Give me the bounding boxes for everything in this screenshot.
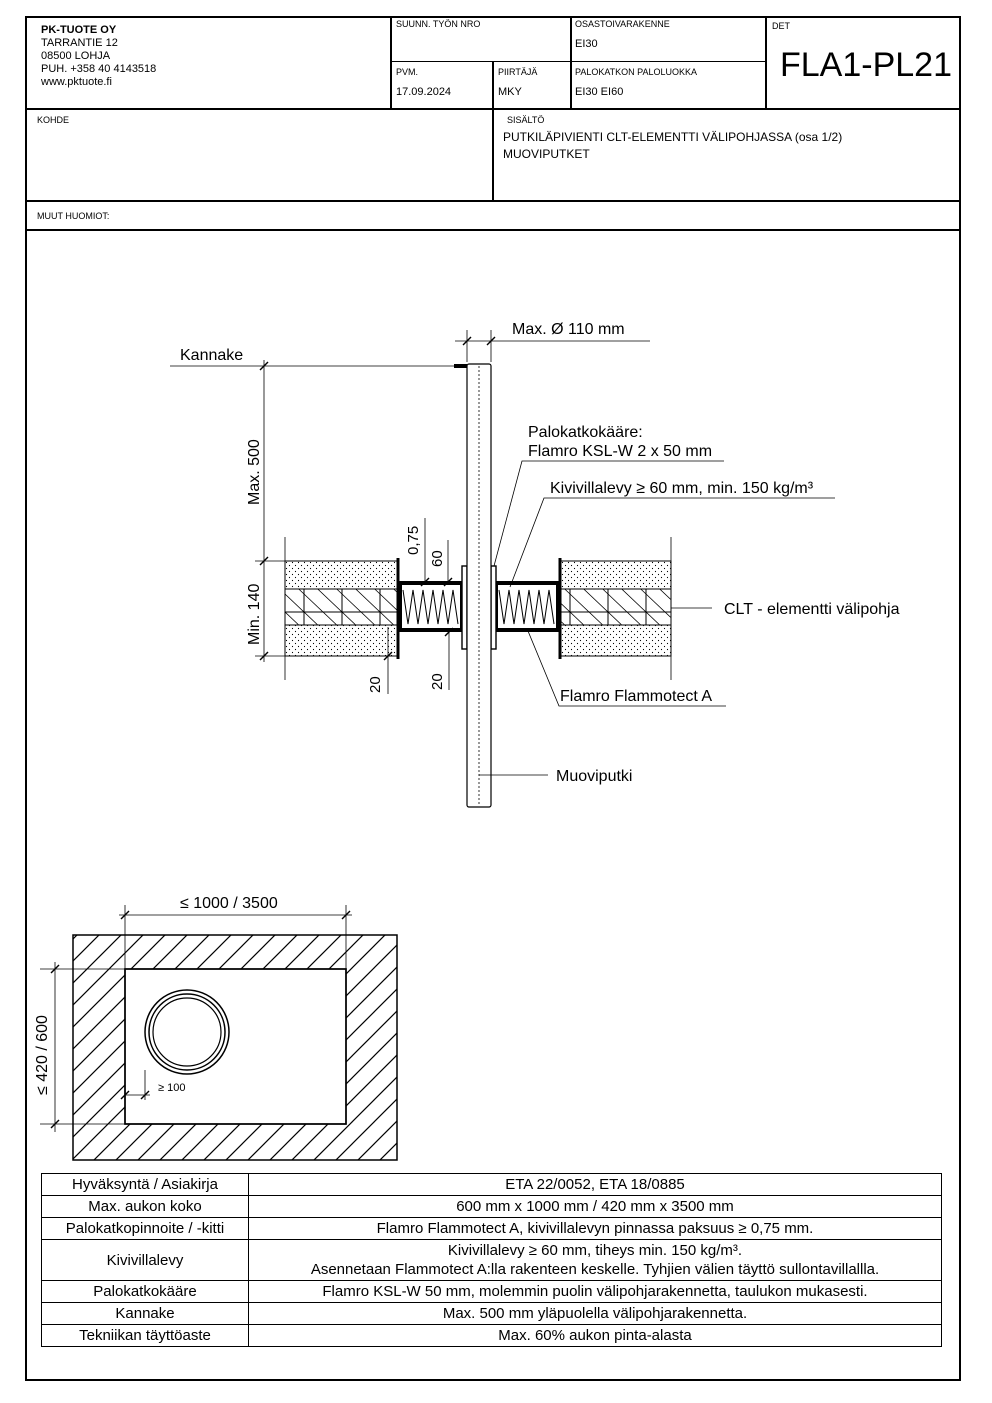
osasto-label: OSASTOIVARAKENNE	[575, 19, 670, 29]
titleblock-divider	[492, 62, 494, 108]
flammotect-label: Flamro Flammotect A	[560, 688, 712, 705]
palokatko-label-1: Palokatkokääre:	[528, 424, 643, 441]
opening-width-label: ≤ 1000 / 3500	[180, 895, 278, 912]
plastic-pipe	[466, 363, 492, 808]
titleblock-divider	[390, 16, 392, 108]
opening-height-label: ≤ 420 / 600	[34, 1015, 51, 1095]
spec-key: Hyväksyntä / Asiakirja	[41, 1173, 249, 1196]
spec-value: Flamro Flammotect A, kivivillalevyn pinn…	[248, 1217, 942, 1240]
table-row: Tekniikan täyttöaste Max. 60% aukon pint…	[41, 1324, 942, 1347]
kannake-label: Kannake	[180, 347, 243, 364]
table-row: Palokatkokääre Flamro KSL-W 50 mm, molem…	[41, 1280, 942, 1303]
titleblock-divider	[570, 16, 572, 108]
spec-key: Kannake	[41, 1302, 249, 1325]
min140-label: Min. 140	[246, 584, 263, 645]
kivivilla-leader	[509, 497, 835, 588]
spec-value-line: Asennetaan Flammotect A:lla rakenteen ke…	[310, 1261, 880, 1278]
spec-value: Flamro KSL-W 50 mm, molemmin puolin väli…	[248, 1280, 942, 1303]
sisalto-line1: PUTKILÄPIVIENTI CLT-ELEMENTTI VÄLIPOHJAS…	[503, 130, 843, 144]
spec-key: Palokatkokääre	[41, 1280, 249, 1303]
table-row: Kivivillalevy Kivivillalevy ≥ 60 mm, tih…	[41, 1239, 942, 1281]
spec-value-line: Kivivillalevy ≥ 60 mm, tiheys min. 150 k…	[447, 1242, 743, 1259]
sisalto-line2: MUOVIPUTKET	[503, 147, 590, 161]
company-name: PK-TUOTE OY	[41, 24, 117, 36]
fire-collar-left	[461, 565, 468, 650]
muut-label: MUUT HUOMIOT:	[37, 211, 110, 221]
spec-key: Tekniikan täyttöaste	[41, 1324, 249, 1347]
drawing-sheet-frame	[25, 16, 961, 1381]
det-label: DET	[772, 21, 790, 31]
titleblock-divider	[765, 16, 767, 108]
suunn-label: SUUNN. TYÖN NRO	[396, 19, 481, 29]
spec-value: Kivivillalevy ≥ 60 mm, tiheys min. 150 k…	[248, 1239, 942, 1281]
flammotect-leader	[527, 630, 726, 707]
det-value: FLA1-PL21	[780, 46, 952, 84]
company-web: www.pktuote.fi	[41, 76, 112, 88]
pvm-label: PVM.	[396, 67, 419, 77]
titleblock-divider	[390, 61, 765, 62]
spec-value: Max. 500 mm yläpuolella välipohjarakenne…	[248, 1302, 942, 1325]
titleblock-divider	[492, 108, 494, 200]
spec-value: ETA 22/0052, ETA 18/0885	[248, 1173, 942, 1196]
clt-slab-left	[284, 558, 400, 659]
max-diameter-label: Max. Ø 110 mm	[512, 321, 625, 338]
bracket-mark	[454, 364, 467, 368]
company-address: TARRANTIE 12	[41, 37, 118, 49]
table-row: Max. aukon koko 600 mm x 1000 mm / 420 m…	[41, 1195, 942, 1218]
max500-label: Max. 500	[246, 439, 263, 505]
piirtaja-label: PIIRTÄJÄ	[498, 67, 538, 77]
mineral-wool-right	[494, 581, 560, 632]
spec-key: Kivivillalevy	[41, 1239, 249, 1281]
pvm-value: 17.09.2024	[396, 86, 452, 98]
table-row: Kannake Max. 500 mm yläpuolella välipohj…	[41, 1302, 942, 1325]
kohde-label: KOHDE	[37, 115, 70, 125]
dim-075-label: 0,75	[405, 526, 422, 555]
piirtaja-value: MKY	[498, 86, 522, 98]
company-phone: PUH. +358 40 4143518	[41, 63, 157, 75]
clt-slab-right	[558, 558, 672, 659]
clt-label: CLT - elementti välipohja	[724, 601, 900, 618]
spec-key: Palokatkopinnoite / -kitti	[41, 1217, 249, 1240]
spec-key: Max. aukon koko	[41, 1195, 249, 1218]
titleblock-divider	[25, 229, 961, 231]
company-info: PK-TUOTE OY TARRANTIE 12 08500 LOHJA PUH…	[41, 24, 156, 89]
palo-value: EI30 EI60	[575, 86, 624, 98]
pipe-plan-circle	[144, 989, 230, 1075]
dim-60-label: 60	[429, 550, 446, 567]
dim-20b-label: 20	[429, 673, 446, 690]
muoviputki-label: Muoviputki	[556, 768, 632, 785]
dim-20a-label: 20	[367, 676, 384, 693]
palo-label: PALOKATKON PALOLUOKKA	[575, 67, 698, 77]
table-row: Palokatkopinnoite / -kitti Flamro Flammo…	[41, 1217, 942, 1240]
palokatko-leader	[493, 460, 724, 567]
palokatko-label-2: Flamro KSL-W 2 x 50 mm	[528, 443, 712, 460]
spec-table: Hyväksyntä / Asiakirja ETA 22/0052, ETA …	[41, 1173, 942, 1347]
kivivilla-label: Kivivillalevy ≥ 60 mm, min. 150 kg/m³	[550, 480, 814, 497]
spec-value: 600 mm x 1000 mm / 420 mm x 3500 mm	[248, 1195, 942, 1218]
edge-distance-label: ≥ 100	[158, 1082, 185, 1094]
table-row: Hyväksyntä / Asiakirja ETA 22/0052, ETA …	[41, 1173, 942, 1196]
company-postal: 08500 LOHJA	[41, 50, 111, 62]
fire-collar-right	[490, 565, 497, 650]
spec-value: Max. 60% aukon pinta-alasta	[248, 1324, 942, 1347]
osasto-value: EI30	[575, 38, 598, 50]
opening-plan-view	[72, 934, 398, 1161]
mineral-wool-left	[398, 581, 464, 632]
sisalto-label: SISÄLTÖ	[507, 115, 545, 125]
titleblock-divider	[25, 200, 961, 202]
